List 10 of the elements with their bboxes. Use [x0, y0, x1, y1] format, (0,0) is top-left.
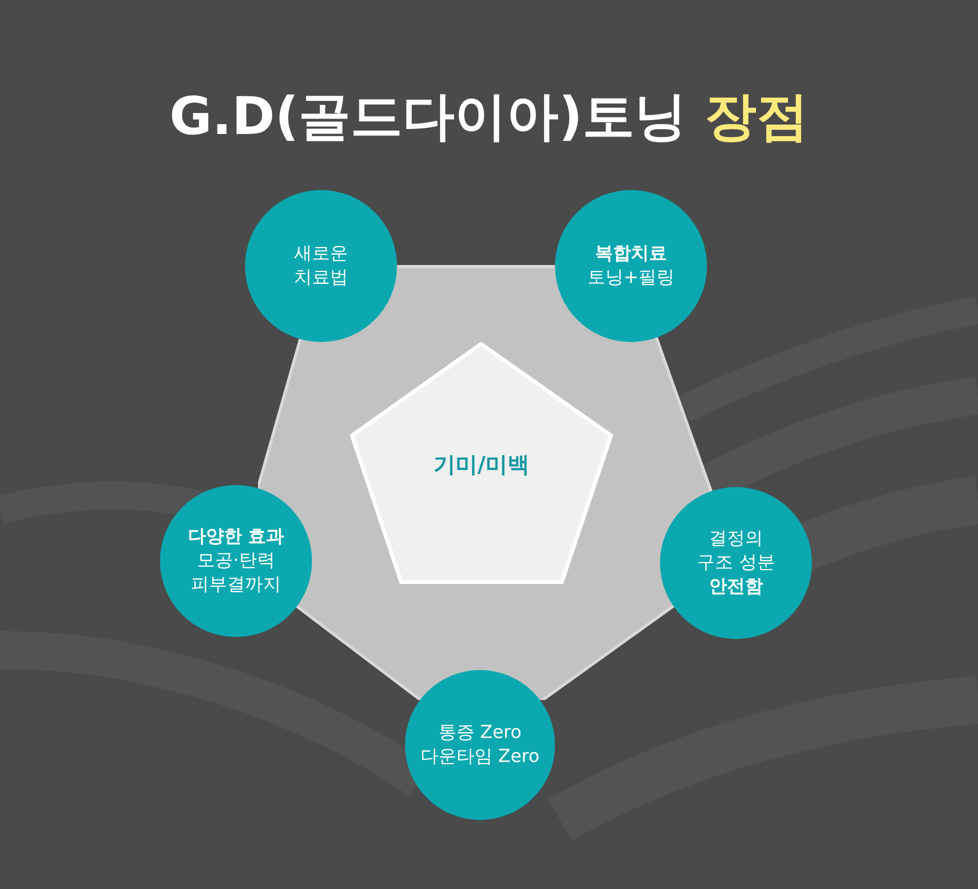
circle-label: 통증 Zero 다운타임 Zero [419, 721, 541, 769]
pentagon-label: 기미/미백 [433, 452, 530, 480]
circle-label: 토닝+필링 [587, 266, 675, 290]
center-pentagon [350, 342, 613, 584]
circle-heading: 다양한 효과 [188, 525, 284, 550]
circle-label: 새로운 치료법 [293, 242, 349, 290]
title: G.D(골드다이아)토닝 장점 [169, 88, 809, 148]
circle-heading: 복합치료 [595, 242, 667, 266]
circle-label: 모공·탄력 피부결까지 [190, 549, 282, 597]
circle-label: 결정의 구조 성분 안전함 [696, 527, 776, 599]
